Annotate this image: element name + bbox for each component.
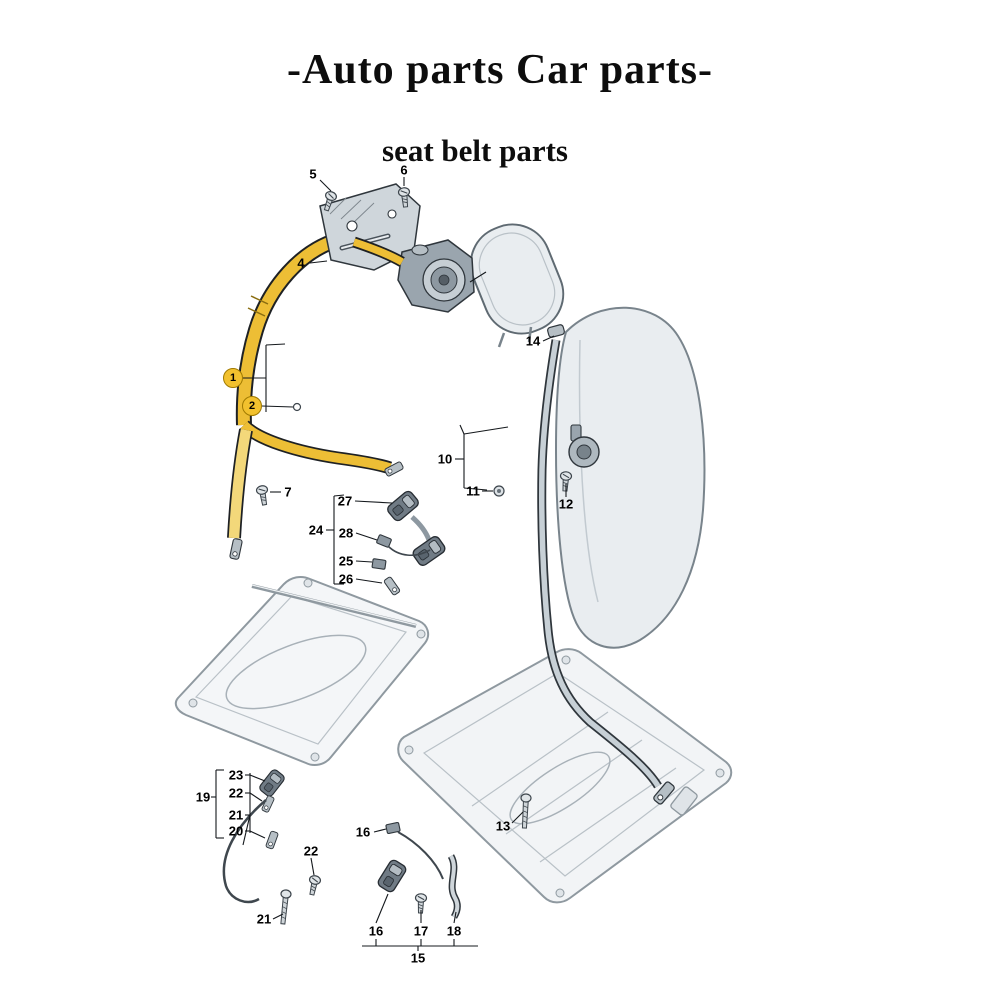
fasteners: [255, 186, 573, 925]
belt-retractor-small: [568, 424, 600, 468]
page-subtitle: seat belt parts: [382, 133, 568, 168]
leader-lines: [211, 177, 567, 951]
headrest: [469, 223, 565, 348]
buckle-23: [257, 767, 287, 799]
belt-retractor-top: [352, 236, 475, 313]
page-title: -Auto parts Car parts-: [286, 47, 714, 93]
anchor-20: [265, 830, 279, 850]
grommet-2: [292, 402, 302, 412]
latch-22: [260, 794, 276, 814]
front-seat-belt-yellow: [227, 230, 405, 561]
rear-seat-belt: [537, 324, 676, 806]
buckle-16: [375, 857, 409, 895]
left-seat-frame: [174, 575, 430, 766]
right-seat-frame: [397, 648, 733, 904]
lower-left-buckle-group: [222, 767, 287, 904]
seat-back: [554, 306, 706, 649]
cable-21: [222, 799, 267, 904]
bolt-21: [277, 888, 292, 925]
connector-28: [375, 533, 393, 549]
screw-7: [255, 484, 271, 507]
latch-26: [383, 575, 401, 597]
belt-anchor-plate: [228, 537, 244, 561]
screw-22: [305, 874, 322, 897]
connector-25: [371, 558, 387, 570]
lower-center-buckle-group: [375, 821, 461, 919]
center-buckle-group: [371, 488, 448, 597]
